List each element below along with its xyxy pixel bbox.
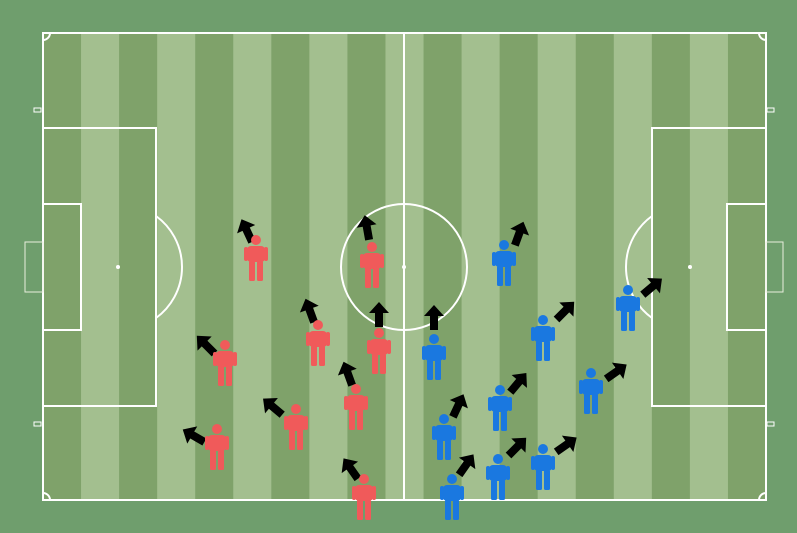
grass-stripe [652,33,691,500]
right-penalty-spot [688,265,692,269]
grass-stripe [119,33,158,500]
grass-stripe [43,33,82,500]
grass-stripe [614,33,653,500]
left-penalty-spot [116,265,120,269]
grass-stripe [690,33,729,500]
grass-stripe [309,33,348,500]
grass-stripe [576,33,615,500]
grass-stripe [728,33,767,500]
grass-stripe [538,33,577,500]
center-spot [402,265,406,269]
grass-stripe [81,33,120,500]
